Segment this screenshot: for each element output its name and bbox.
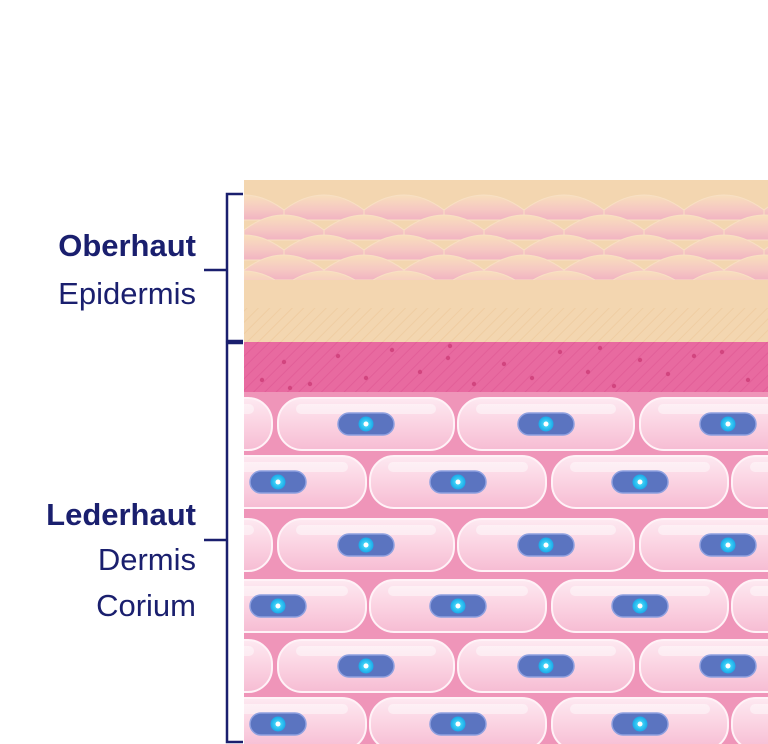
cell-nucleus bbox=[337, 533, 395, 557]
dermis-cell bbox=[277, 397, 455, 451]
basale-dot bbox=[501, 361, 507, 367]
dermis-cell bbox=[244, 697, 367, 744]
basale-dot bbox=[557, 349, 563, 355]
basale-dot bbox=[259, 377, 265, 383]
basale-dot bbox=[417, 369, 423, 375]
basale-dot bbox=[745, 377, 751, 383]
cell-nucleus bbox=[249, 712, 307, 736]
basale-dot bbox=[471, 381, 477, 387]
dermis-cell bbox=[369, 579, 547, 633]
basale-dot bbox=[691, 353, 697, 359]
cell-nucleus bbox=[156, 413, 212, 435]
basale-dot bbox=[529, 375, 535, 381]
dermis-cell bbox=[639, 518, 768, 572]
basale-dot bbox=[585, 369, 591, 375]
dermis-cell bbox=[731, 455, 768, 509]
basale-dot bbox=[665, 371, 671, 377]
dermis-cell bbox=[457, 639, 635, 693]
dermis-cell bbox=[639, 639, 768, 693]
dermis-cell bbox=[457, 518, 635, 572]
cell-nucleus bbox=[611, 594, 669, 618]
basale-dot bbox=[363, 375, 369, 381]
basale-dot bbox=[611, 383, 617, 389]
basale-dot bbox=[597, 345, 603, 351]
basale-dot bbox=[281, 359, 287, 365]
basale-dot bbox=[447, 343, 453, 349]
dermis-cell bbox=[277, 518, 455, 572]
basale-dot bbox=[445, 355, 451, 361]
cell-nucleus bbox=[156, 655, 212, 677]
cell-nucleus bbox=[429, 594, 487, 618]
basale-dot bbox=[335, 353, 341, 359]
dermis-bracket bbox=[204, 341, 243, 744]
dermis-cell bbox=[731, 697, 768, 744]
dermis-cell bbox=[277, 639, 455, 693]
dermis-cells bbox=[156, 397, 768, 744]
epidermis-scale bbox=[723, 214, 768, 241]
epidermis-label-secondary: Epidermis bbox=[58, 276, 196, 311]
cell-nucleus bbox=[611, 470, 669, 494]
basale-dot bbox=[719, 349, 725, 355]
cell-nucleus bbox=[517, 412, 575, 436]
dermis-label-secondary-1: Dermis bbox=[97, 542, 196, 577]
dermis-cell bbox=[551, 697, 729, 744]
cell-nucleus bbox=[699, 533, 757, 557]
dermis-cell bbox=[369, 455, 547, 509]
basale-dots bbox=[259, 343, 751, 391]
epidermis-bracket bbox=[204, 192, 243, 343]
dermis-cell bbox=[369, 697, 547, 744]
dermis-cell bbox=[244, 455, 367, 509]
dermis-label-primary: Lederhaut bbox=[46, 497, 196, 532]
cell-nucleus bbox=[517, 654, 575, 678]
dermis-cell bbox=[551, 455, 729, 509]
cell-nucleus bbox=[249, 594, 307, 618]
dermis-cell bbox=[156, 639, 273, 693]
cell-nucleus bbox=[337, 654, 395, 678]
cell-nucleus bbox=[699, 654, 757, 678]
cell-nucleus bbox=[337, 412, 395, 436]
basale-dot bbox=[637, 357, 643, 363]
cell-nucleus bbox=[517, 533, 575, 557]
cell-nucleus bbox=[429, 470, 487, 494]
dermis-cell bbox=[551, 579, 729, 633]
cell-nucleus bbox=[611, 712, 669, 736]
dermis-cell bbox=[731, 579, 768, 633]
cell-nucleus bbox=[249, 470, 307, 494]
dermis-cell bbox=[156, 397, 273, 451]
dermis-cell bbox=[244, 579, 367, 633]
cell-nucleus bbox=[429, 712, 487, 736]
dermis-cell bbox=[457, 397, 635, 451]
dermis-label-secondary-2: Corium bbox=[96, 588, 196, 623]
dermis-cell bbox=[639, 397, 768, 451]
basale-dot bbox=[307, 381, 313, 387]
dermis-cell bbox=[244, 518, 273, 572]
cell-nucleus bbox=[699, 412, 757, 436]
epidermis-label-primary: Oberhaut bbox=[58, 228, 196, 263]
basale-dot bbox=[287, 385, 293, 391]
basale-dot bbox=[389, 347, 395, 353]
